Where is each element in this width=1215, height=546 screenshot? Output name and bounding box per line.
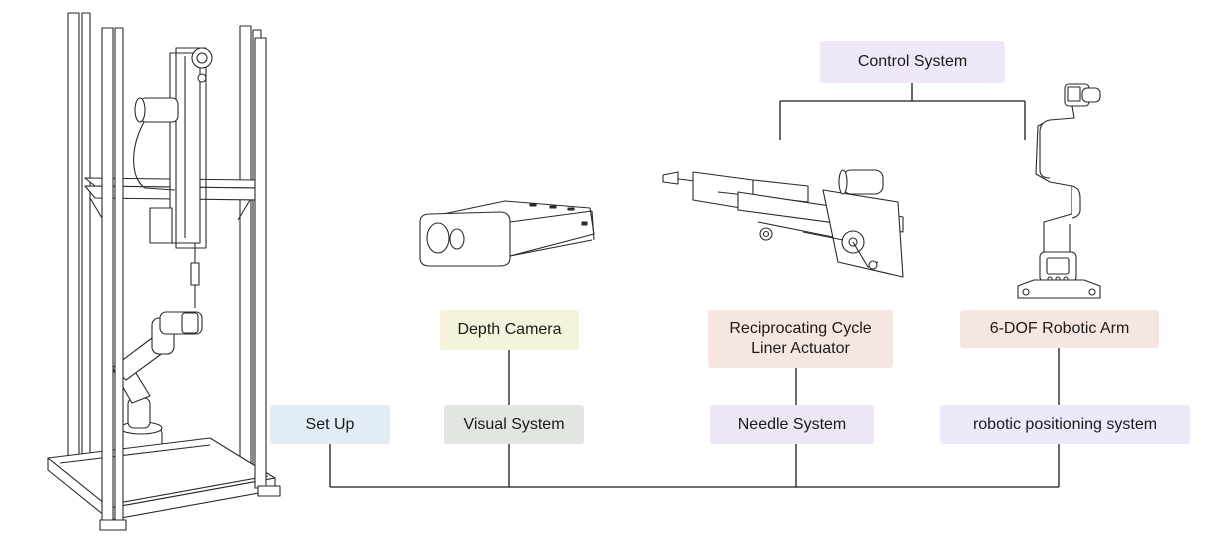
actuator-box: Reciprocating Cycle Liner Actuator bbox=[708, 310, 893, 368]
visual-system-box: Visual System bbox=[444, 405, 584, 444]
robotic-arm-label: 6-DOF Robotic Arm bbox=[989, 320, 1130, 337]
robotic-arm-box: 6-DOF Robotic Arm bbox=[960, 310, 1159, 348]
set-up-label: Set Up bbox=[305, 415, 355, 433]
needle-system-box: Needle System bbox=[710, 405, 874, 444]
visual-system-label: Visual System bbox=[463, 415, 565, 433]
control-system-label: Control System bbox=[857, 53, 968, 70]
set-up-box: Set Up bbox=[270, 405, 390, 444]
depth-camera-label: Depth Camera bbox=[457, 321, 562, 338]
positioning-system-label: robotic positioning system bbox=[972, 415, 1158, 433]
control-system-box: Control System bbox=[820, 41, 1005, 83]
linear-actuator-illustration bbox=[662, 169, 904, 278]
needle-system-label: Needle System bbox=[737, 415, 847, 433]
positioning-system-box: robotic positioning system bbox=[940, 405, 1190, 444]
actuator-label-line1: Reciprocating Cycle bbox=[729, 320, 872, 337]
frame-setup-illustration bbox=[47, 12, 281, 531]
depth-camera-illustration bbox=[419, 200, 595, 267]
actuator-label-line2: Liner Actuator bbox=[751, 340, 850, 357]
depth-camera-box: Depth Camera bbox=[440, 310, 579, 350]
robotic-arm-illustration bbox=[1017, 83, 1101, 299]
